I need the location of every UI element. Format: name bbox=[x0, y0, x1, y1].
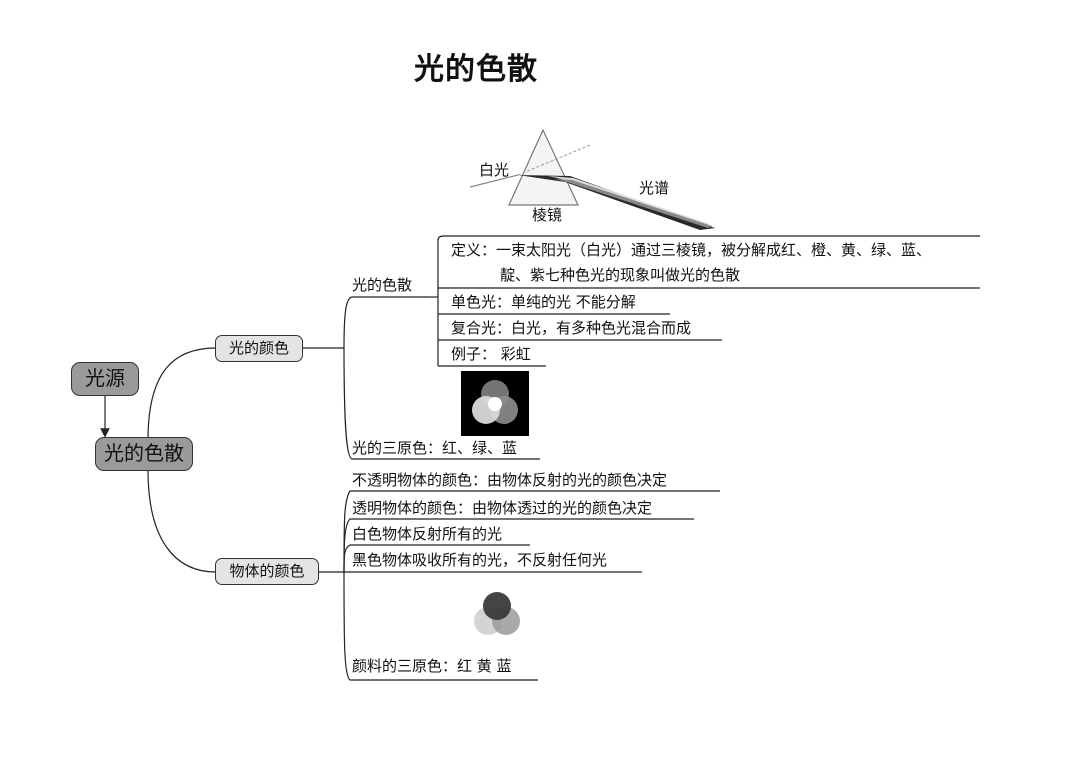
definition-line-1: 定义：一束太阳光（白光）通过三棱镜，被分解成红、橙、黄、绿、蓝、 bbox=[451, 241, 932, 259]
primary-light-connector bbox=[343, 347, 540, 460]
compound-light-item: 复合光：白光，有多种色光混合而成 bbox=[451, 319, 692, 337]
spectrum-beam-icon bbox=[518, 175, 715, 230]
prism-label: 棱镜 bbox=[532, 206, 563, 224]
light-color-node: 光的颜色 bbox=[215, 335, 303, 362]
object-color-node: 物体的颜色 bbox=[215, 558, 319, 585]
dispersion-branch-label: 光的色散 bbox=[352, 276, 413, 294]
black-object-item: 黑色物体吸收所有的光，不反射任何光 bbox=[352, 551, 608, 569]
rgb-light-circles-image bbox=[461, 371, 529, 436]
spectrum-label: 光谱 bbox=[639, 179, 670, 197]
pigment-primary-colors: 颜料的三原色：红 黄 蓝 bbox=[352, 657, 512, 675]
page-title: 光的色散 bbox=[414, 52, 538, 87]
light-source-node: 光源 bbox=[71, 362, 139, 396]
example-item: 例子： 彩虹 bbox=[451, 345, 531, 363]
prism-triangle-icon bbox=[508, 128, 579, 206]
dispersion-connector bbox=[343, 296, 428, 349]
opaque-object-item: 不透明物体的颜色：由物体反射的光的颜色决定 bbox=[352, 471, 668, 489]
pigment-circles-image bbox=[474, 592, 520, 635]
dispersion-center-node: 光的色散 bbox=[95, 437, 193, 471]
white-light-label: 白光 bbox=[479, 161, 510, 179]
prism-illustration bbox=[469, 128, 715, 230]
mono-light-item: 单色光：单纯的光 不能分解 bbox=[451, 293, 636, 311]
definition-line-2: 靛、紫七种色光的现象叫做光的色散 bbox=[500, 266, 741, 284]
primary-light-colors: 光的三原色：红、绿、蓝 bbox=[352, 439, 518, 457]
white-object-underline bbox=[343, 544, 530, 573]
center-to-object-color-curve bbox=[147, 469, 217, 573]
transparent-object-item: 透明物体的颜色：由物体透过的光的颜色决定 bbox=[352, 499, 653, 517]
white-object-item: 白色物体反射所有的光 bbox=[352, 525, 503, 543]
pigment-underline bbox=[343, 571, 538, 681]
center-to-light-color-curve bbox=[147, 347, 217, 441]
